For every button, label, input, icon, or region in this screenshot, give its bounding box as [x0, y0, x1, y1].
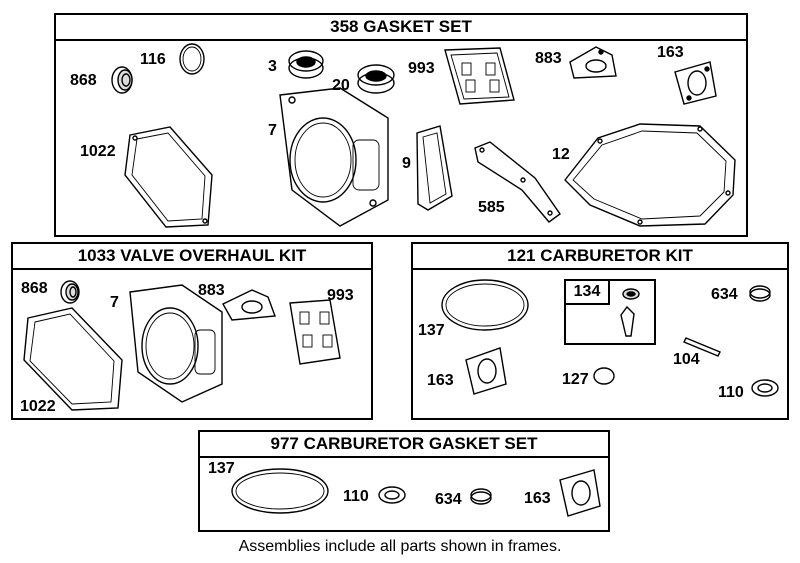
part-7-head-gasket-icon: [279, 87, 389, 227]
part-20-seal-icon: [357, 64, 395, 94]
footnote: Assemblies include all parts shown in fr…: [238, 538, 562, 555]
label-9: 9: [402, 155, 411, 172]
label-993: 993: [327, 287, 354, 304]
part-3-seal-icon: [288, 50, 324, 79]
subframe-134: 134: [564, 279, 656, 345]
label-7: 7: [110, 294, 119, 311]
part-634-washer-icon: [470, 488, 492, 505]
label-110: 110: [718, 384, 744, 401]
label-116: 116: [140, 51, 166, 68]
part-585-gasket-icon: [474, 141, 561, 223]
part-883-gasket-icon: [222, 289, 276, 321]
part-163-gasket-icon: [465, 347, 507, 395]
part-12-crankcase-gasket-icon: [564, 123, 736, 227]
part-110-washer-icon: [751, 379, 779, 397]
part-163-gasket-icon: [674, 61, 717, 105]
label-7: 7: [268, 122, 277, 139]
label-163: 163: [427, 372, 454, 389]
frame-carb-gasket-set: 977 CARBURETOR GASKET SET: [198, 430, 610, 532]
label-868: 868: [21, 280, 48, 297]
frame-carb-kit: 121 CARBURETOR KIT: [411, 242, 789, 420]
part-137-oring-icon: [441, 279, 529, 331]
part-110-washer-icon: [378, 486, 406, 504]
frame-title: 977 CARBURETOR GASKET SET: [200, 432, 608, 458]
label-127: 127: [562, 371, 589, 388]
label-137: 137: [418, 322, 445, 339]
part-163-gasket-icon: [559, 469, 601, 517]
part-134-needle-icon: [620, 288, 640, 337]
label-634: 634: [435, 491, 462, 508]
label-883: 883: [535, 50, 562, 67]
label-1022: 1022: [80, 143, 116, 160]
label-20: 20: [332, 77, 350, 94]
frame-title: 1033 VALVE OVERHAUL KIT: [13, 244, 371, 270]
label-3: 3: [268, 58, 277, 75]
part-7-head-gasket-icon: [129, 284, 223, 403]
part-868-seal-icon: [60, 280, 80, 304]
part-104-pin-icon: [683, 337, 721, 357]
part-137-oring-icon: [231, 468, 329, 514]
part-634-washer-icon: [749, 285, 771, 302]
part-868-seal-icon: [111, 66, 133, 94]
part-116-oring-icon: [179, 43, 205, 75]
label-163: 163: [657, 44, 684, 61]
part-1022-gasket-icon: [124, 126, 213, 228]
label-137: 137: [208, 460, 235, 477]
frame-gasket-set: 358 GASKET SET: [54, 13, 748, 237]
label-868: 868: [70, 72, 97, 89]
label-585: 585: [478, 199, 505, 216]
label-1022: 1022: [20, 398, 56, 415]
part-127-plug-icon: [593, 367, 615, 385]
part-883-gasket-icon: [569, 46, 617, 79]
part-993-gasket-icon: [289, 299, 341, 365]
part-1022-gasket-icon: [23, 307, 123, 411]
label-634: 634: [711, 286, 738, 303]
part-993-gasket-icon: [444, 47, 515, 105]
frame-title: 358 GASKET SET: [56, 15, 746, 41]
label-993: 993: [408, 60, 435, 77]
frame-title: 121 CARBURETOR KIT: [413, 244, 787, 270]
label-163: 163: [524, 490, 551, 507]
label-104: 104: [673, 351, 700, 368]
frame-valve-kit: 1033 VALVE OVERHAUL KIT: [11, 242, 373, 420]
label-883: 883: [198, 282, 225, 299]
part-9-gasket-icon: [416, 125, 453, 211]
label-110: 110: [343, 488, 369, 505]
subframe-title: 134: [566, 281, 610, 305]
label-12: 12: [552, 146, 570, 163]
